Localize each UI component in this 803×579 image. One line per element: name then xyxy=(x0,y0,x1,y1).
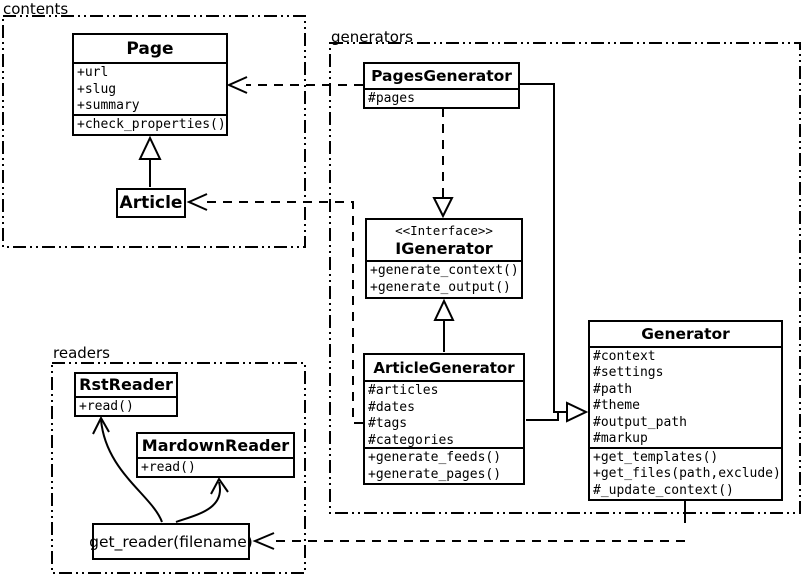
class-name-articlegenerator: ArticleGenerator xyxy=(373,358,515,377)
attribute-row: +summary xyxy=(77,98,140,113)
generalization-arrow-articlegenerator-generator xyxy=(526,401,589,423)
method-row: +check_properties() xyxy=(77,117,226,132)
generalization-arrow-article-page xyxy=(138,135,162,187)
class-box-rstreader: RstReader +read() xyxy=(74,372,178,417)
methods-section: +read() xyxy=(138,456,293,477)
generalization-arrow-articlegenerator-igenerator xyxy=(433,298,455,352)
class-name-pagesgenerator: PagesGenerator xyxy=(371,66,512,85)
class-name-mardownreader: MardownReader xyxy=(141,435,290,455)
function-box-get-reader: get_reader(filename) xyxy=(89,523,253,560)
class-name-rstreader: RstReader xyxy=(79,375,173,395)
attribute-row: #dates xyxy=(368,399,415,415)
class-name-generator: Generator xyxy=(641,324,730,343)
generalization-arrow-pagesgenerator-generator xyxy=(520,83,567,413)
package-border-generators xyxy=(329,42,801,514)
method-row: +generate_context() xyxy=(370,263,519,278)
class-box-generator: Generator #context #settings #path #them… xyxy=(588,320,783,501)
dependency-arrow-generator-getreader xyxy=(252,500,686,550)
method-row: +generate_output() xyxy=(370,279,511,295)
class-box-igenerator: <<Interface>> IGenerator +generate_conte… xyxy=(365,218,523,299)
dependency-arrow-pagesgenerator-page xyxy=(226,76,363,94)
attribute-row: #path xyxy=(593,381,633,397)
stereotype-label: <<Interface>> xyxy=(395,223,493,238)
methods-section: +check_properties() xyxy=(74,114,226,134)
method-row: +read() xyxy=(79,398,134,414)
package-label-contents: contents xyxy=(3,0,69,18)
attribute-row: +slug xyxy=(77,81,117,97)
class-box-articlegenerator: ArticleGenerator #articles #dates #tags … xyxy=(363,353,525,485)
method-row: #_update_context() xyxy=(593,482,734,498)
methods-section: +generate_feeds() +generate_pages() xyxy=(365,447,523,483)
dependency-arrow-articlegenerator-article xyxy=(186,193,363,424)
package-border-contents xyxy=(2,15,306,248)
class-box-page: Page +url +slug +summary +check_properti… xyxy=(72,33,228,136)
class-header: <<Interface>> IGenerator xyxy=(367,220,521,260)
curved-arrow-getreader-rstreader xyxy=(92,415,163,523)
curved-arrow-getreader-mardownreader xyxy=(175,477,229,523)
method-row: +get_files(path,exclude) xyxy=(593,466,781,481)
class-box-article: Article xyxy=(116,188,186,218)
methods-section: +read() xyxy=(76,395,176,416)
realization-arrow-pagesgenerator-igenerator xyxy=(432,108,454,219)
method-row: +generate_feeds() xyxy=(368,450,502,465)
method-row: +get_templates() xyxy=(593,449,719,465)
package-label-generators: generators xyxy=(331,28,413,46)
attributes-section: #context #settings #path #theme #output_… xyxy=(590,345,781,447)
attribute-row: #pages xyxy=(368,90,415,106)
method-row: +generate_pages() xyxy=(368,466,502,482)
method-row: +read() xyxy=(141,459,196,475)
attribute-row: #articles xyxy=(368,383,439,398)
class-name-article: Article xyxy=(119,193,183,213)
attribute-row: #markup xyxy=(593,431,648,446)
class-box-mardownreader: MardownReader +read() xyxy=(136,432,295,478)
methods-section: +get_templates() +get_files(path,exclude… xyxy=(590,446,781,500)
attribute-row: #theme xyxy=(593,398,640,413)
attribute-row: #output_path xyxy=(593,414,687,430)
attribute-row: #categories xyxy=(368,432,455,448)
attribute-row: #settings xyxy=(593,365,664,380)
attribute-row: #context xyxy=(593,348,656,364)
methods-section: +generate_context() +generate_output() xyxy=(367,260,521,297)
attributes-section: +url +slug +summary xyxy=(74,62,226,114)
attributes-section: #pages xyxy=(365,87,518,108)
attribute-row: #tags xyxy=(368,416,408,431)
class-box-pagesgenerator: PagesGenerator #pages xyxy=(363,62,520,109)
class-name-page: Page xyxy=(126,38,174,59)
attribute-row: +url xyxy=(77,65,109,80)
package-border-readers xyxy=(51,362,306,574)
class-name-igenerator: IGenerator xyxy=(395,239,493,258)
package-label-readers: readers xyxy=(53,344,110,362)
attributes-section: #articles #dates #tags #categories xyxy=(365,380,523,448)
